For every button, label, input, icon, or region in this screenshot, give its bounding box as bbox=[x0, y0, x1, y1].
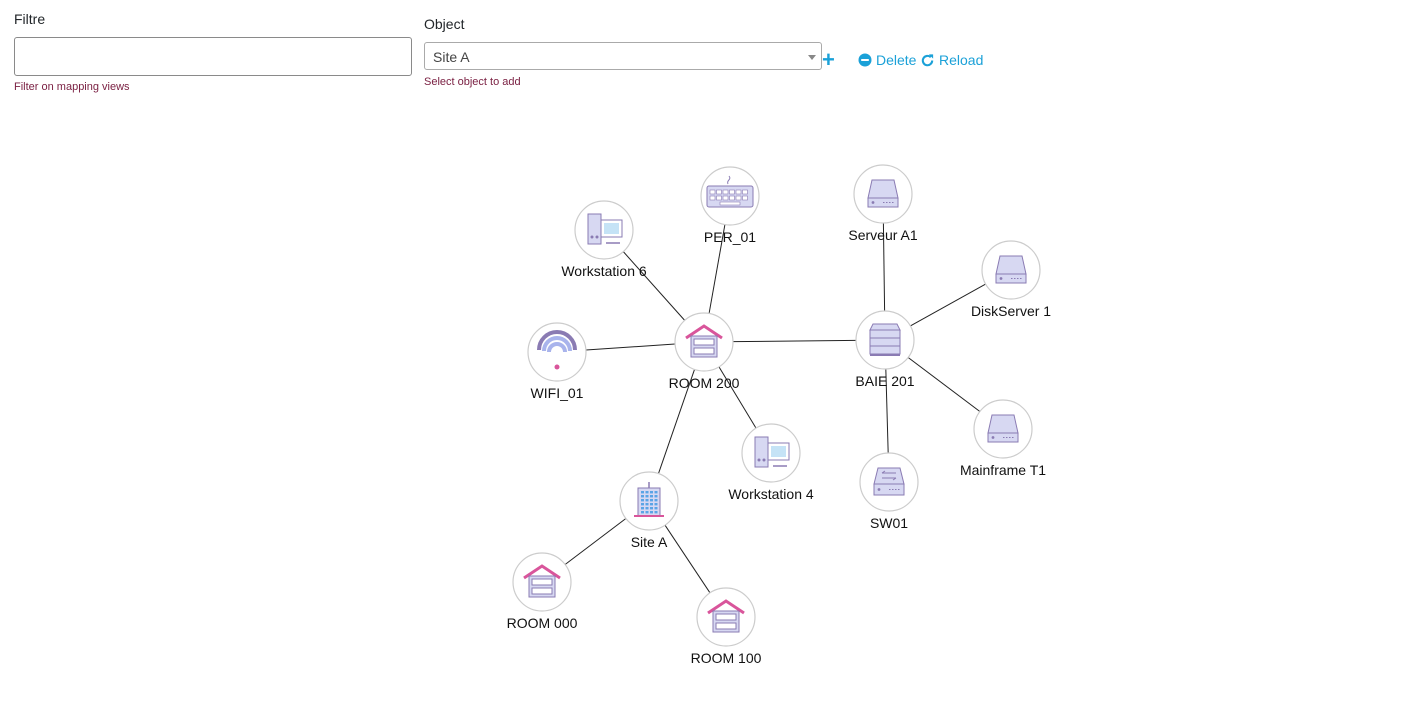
filter-label: Filtre bbox=[14, 11, 46, 27]
node-label: Workstation 6 bbox=[561, 263, 647, 279]
filter-help-text: Filter on mapping views bbox=[14, 81, 130, 93]
graph-node-baie-201[interactable]: BAIE 201 bbox=[855, 310, 915, 389]
object-help-text: Select object to add bbox=[424, 76, 521, 88]
graph-node-room-000[interactable]: ROOM 000 bbox=[507, 552, 578, 631]
server-icon bbox=[987, 414, 1019, 443]
minus-circle-icon bbox=[858, 53, 872, 67]
keyboard-icon bbox=[706, 175, 754, 208]
graph-node-site-a[interactable]: Site A bbox=[619, 471, 679, 550]
chevron-down-icon bbox=[808, 55, 816, 60]
graph-node-serveur-a1[interactable]: Serveur A1 bbox=[848, 164, 918, 243]
room-icon bbox=[523, 564, 561, 598]
node-label: Site A bbox=[631, 534, 668, 550]
graph-node-room-100[interactable]: ROOM 100 bbox=[691, 587, 762, 666]
reload-label: Reload bbox=[939, 52, 984, 68]
graph-edge bbox=[658, 369, 695, 474]
graph-node-room-200[interactable]: ROOM 200 bbox=[669, 312, 740, 391]
graph-node-sw01[interactable]: SW01 bbox=[859, 452, 919, 531]
room-icon bbox=[685, 324, 723, 358]
graph-edge bbox=[732, 339, 857, 343]
node-label: Serveur A1 bbox=[848, 227, 917, 243]
node-label: ROOM 200 bbox=[669, 375, 740, 391]
object-label: Object bbox=[424, 16, 465, 32]
graph-edge bbox=[910, 283, 986, 327]
node-label: DiskServer 1 bbox=[971, 303, 1051, 319]
graph-edge bbox=[564, 518, 627, 565]
rack-icon bbox=[869, 323, 901, 356]
graph-edge bbox=[882, 222, 886, 312]
room-icon bbox=[707, 599, 745, 633]
graph-edge bbox=[622, 251, 686, 321]
graph-node-per-01[interactable]: PER_01 bbox=[700, 166, 760, 245]
node-label: BAIE 201 bbox=[855, 373, 914, 389]
node-label: WIFI_01 bbox=[531, 385, 584, 401]
graph-edge bbox=[718, 366, 757, 429]
plus-icon: + bbox=[822, 47, 835, 72]
switch-icon bbox=[873, 467, 905, 496]
object-select[interactable]: Site A bbox=[424, 42, 822, 70]
graph-node-workstation-4[interactable]: Workstation 4 bbox=[728, 423, 814, 502]
wifi-icon bbox=[537, 330, 577, 370]
graph-edge bbox=[664, 524, 711, 594]
delete-label: Delete bbox=[876, 52, 917, 68]
reload-button[interactable]: Reload bbox=[920, 52, 983, 68]
filter-input[interactable] bbox=[14, 37, 412, 76]
node-label: ROOM 100 bbox=[691, 650, 762, 666]
graph-node-diskserver-1[interactable]: DiskServer 1 bbox=[971, 240, 1051, 319]
server-icon bbox=[995, 255, 1027, 284]
node-label: SW01 bbox=[870, 515, 908, 531]
graph-edge bbox=[907, 357, 981, 412]
node-label: ROOM 000 bbox=[507, 615, 578, 631]
node-label: Mainframe T1 bbox=[960, 462, 1046, 478]
reload-icon bbox=[921, 53, 934, 66]
add-button[interactable]: + bbox=[822, 49, 835, 71]
node-label: PER_01 bbox=[704, 229, 756, 245]
graph-node-mainframe-t1[interactable]: Mainframe T1 bbox=[960, 399, 1046, 478]
server-icon bbox=[867, 179, 899, 208]
graph-node-wifi-01[interactable]: WIFI_01 bbox=[527, 322, 587, 401]
delete-button[interactable]: Delete bbox=[858, 52, 916, 68]
graph-edge bbox=[708, 224, 726, 314]
workstation-icon bbox=[587, 213, 623, 245]
graph-node-workstation-6[interactable]: Workstation 6 bbox=[561, 200, 647, 279]
object-select-value: Site A bbox=[433, 49, 470, 65]
building-icon bbox=[634, 482, 664, 517]
workstation-icon bbox=[754, 436, 790, 468]
graph-edge bbox=[885, 368, 889, 454]
graph-edge bbox=[585, 343, 676, 351]
node-label: Workstation 4 bbox=[728, 486, 814, 502]
